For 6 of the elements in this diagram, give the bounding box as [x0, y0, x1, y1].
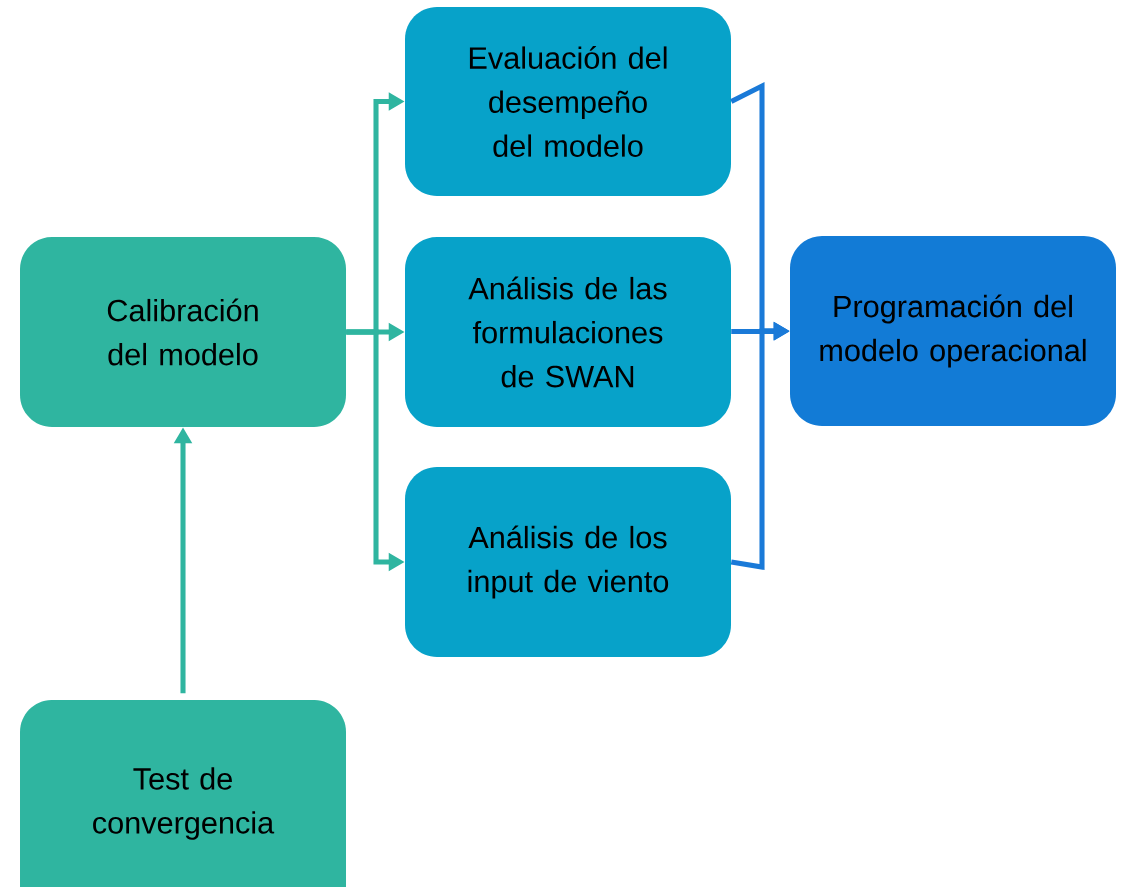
process-box: Evaluación del desempeño del modelo [405, 7, 731, 196]
process-box: Calibración del modelo [20, 237, 346, 427]
process-box: Test de convergencia [20, 700, 346, 887]
process-box: Análisis de los input de viento [405, 467, 731, 657]
process-box: Análisis de las formulaciones de SWAN [405, 237, 731, 427]
process-box: Programación del modelo operacional [790, 236, 1116, 426]
